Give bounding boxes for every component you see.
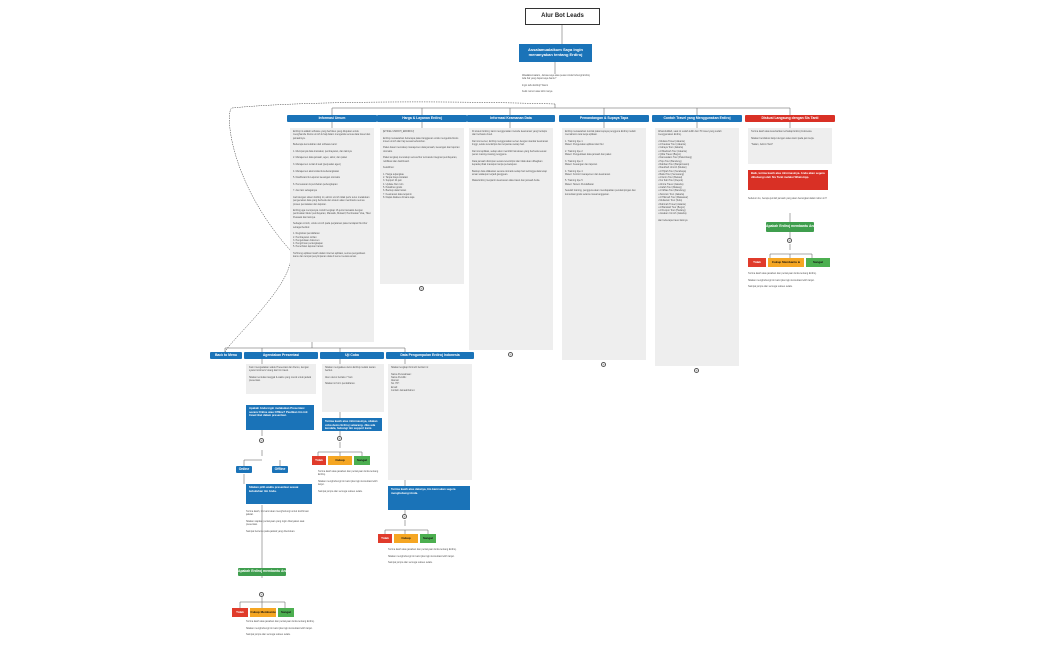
note-keamanan-data: Di sistem Erdiroj, kami menggunakan meto… [469,128,553,350]
note-diskusi: Terima kasih atas ketertarikan terhadap … [748,128,832,164]
sub-agendakan-presentasi[interactable]: Agendakan Presentasi [244,352,318,359]
answer-cukup-membantu[interactable]: Cukup Membantu & Perlu Dijelaskan [394,534,418,543]
expand-icon[interactable]: + [601,362,606,367]
branch-diskusi-langsung[interactable]: Diskusi Langsung dengan Sis Tanti [745,115,835,122]
pick-offline[interactable]: Offline [272,466,288,473]
presentasi-schedule-box: Silakan pilih waktu presentasi sesuai ke… [246,484,312,504]
diskusi-confirm-box: Baik, terima kasih atas informasinya. An… [748,170,828,190]
branch-informasi-umum[interactable]: Informasi Umum [287,115,377,122]
answer-sangat-membantu[interactable]: Sangat Membantu [278,608,294,617]
branch-keamanan-data[interactable]: Informasi Keamanan Data [467,115,555,122]
expand-icon[interactable]: + [419,286,424,291]
sub-data-pengumpulan[interactable]: Data Pengumpulan Erdiroj Indonesia [386,352,474,359]
answer-cukup-membantu[interactable]: Cukup Membantu & Perlu Dijelaskan [768,258,804,267]
sub-back-to-menu[interactable]: Back to Menu [210,352,242,359]
note-uji-coba: Silakan mengakses demo Erdiroj melalui t… [322,364,384,412]
answer-cukup-membantu[interactable]: Cukup Membantu & Perlu Dijelaskan [328,456,352,465]
answer-sangat-membantu[interactable]: Sangat Membantu [806,258,830,267]
note-pemandangan: Erdiroj menawarkan tutorial pakai supaya… [562,128,646,360]
after-answer-note: Terima kasih atas jawaban dan pertanyaan… [246,620,315,637]
expand-icon[interactable]: + [694,368,699,373]
answer-sangat-membantu[interactable]: Sangat Membantu [420,534,436,543]
question-helpful-diskusi[interactable]: Apakah Erdiroj membantu Anda? [766,222,814,232]
greeting-message: Assalamualaikum Saya ingin menanyakan te… [519,44,592,62]
data-thanks-box: Terima kasih atas datanya, tim kami akan… [388,486,470,510]
ujicoba-info-box: Terima kasih atas informasinya, silakan … [322,418,382,431]
sub-uji-coba[interactable]: Uji Coba [320,352,384,359]
note-presentasi: Kami mengadakan waktu Presentasi dan Dem… [246,364,316,394]
expand-icon[interactable]: + [787,238,792,243]
answer-tidak-membantu[interactable]: Tidak Membantu [378,534,392,543]
after-answer-note: Terima kasih atas jawaban dan pertanyaan… [318,470,379,493]
branch-pemandangan[interactable]: Pemandangan & Supaya Tapa [559,115,649,122]
pick-online[interactable]: Online [236,466,252,473]
answer-sangat-membantu[interactable]: Sangat Membantu [354,456,370,465]
question-helpful-presentasi[interactable]: Apakah Erdiroj membantu Anda? [238,568,286,576]
branch-contoh-travel[interactable]: Contoh Travel yang Menggunakan Erdiroj [652,115,742,122]
expand-icon[interactable]: + [508,352,513,357]
answer-tidak-membantu[interactable]: Tidak Membantu [232,608,248,617]
after-answer-note: Terima kasih atas jawaban dan pertanyaan… [388,548,457,565]
presentasi-question-box: Apakah Anda ingin melakukan Presentasi s… [246,405,314,430]
answer-tidak-membantu[interactable]: Tidak Membantu [748,258,766,267]
expand-icon[interactable]: + [337,436,342,441]
page-title: Alur Bot Leads [525,8,600,25]
presentasi-note-2: Terima kasih, tim kami akan menghubungi … [246,510,309,533]
note-informasi-umum: Erdiroj ini adalah software yang berfoku… [290,128,374,342]
after-answer-note: Terima kasih atas jawaban dan pertanyaan… [748,272,817,289]
expand-icon[interactable]: + [259,592,264,597]
answer-tidak-membantu[interactable]: Tidak Membantu [312,456,326,465]
note-harga-layanan: [ETIKEL UMROH_ERDIROJ] Erdiroj menawarka… [380,128,464,284]
intro-note: Waalaikumsalam, Jamaa saya atas pesan An… [522,74,591,94]
note-data-pengumpulan: Silakan lengkapi formulir berikut ini: N… [388,364,472,480]
diskusi-question-note: Sebelum itu, berapa jumlah jamaah yang a… [748,197,827,200]
answer-cukup-membantu[interactable]: Cukup Membantu & Perlu Dijelaskan [250,608,276,617]
expand-icon[interactable]: + [402,514,407,519]
expand-icon[interactable]: + [259,438,264,443]
branch-harga-layanan[interactable]: Harga & Layanan Erdiroj [377,115,467,122]
note-contoh-travel: Alhamdulillah, saat ini sudah lebih dari… [655,128,739,366]
